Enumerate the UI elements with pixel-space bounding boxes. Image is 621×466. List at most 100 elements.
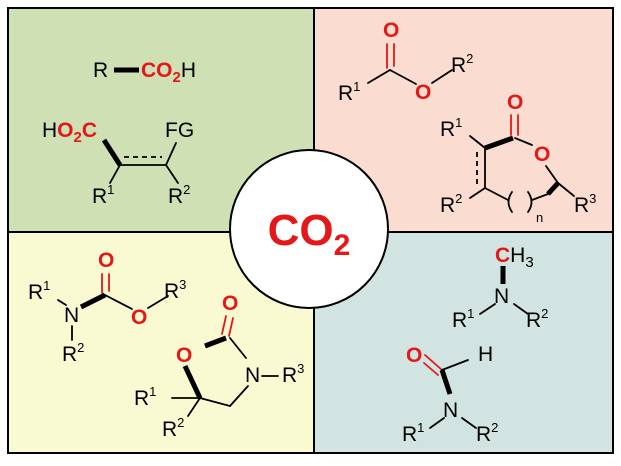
methylamine-r1-bond [479, 303, 496, 315]
methylamine-n: N [494, 285, 509, 308]
oxazolidinone-c-o-bond [182, 364, 203, 400]
carboxylic-acid: R CO2H [93, 59, 196, 86]
alkenyl-r2: R2 [168, 182, 190, 208]
center-formula: CO2 [268, 206, 351, 262]
formamide-h: H [478, 343, 493, 366]
lactone-o-ring-bond [514, 137, 533, 146]
oxazolidinone-r2-sup: 2 [177, 415, 184, 430]
lactone-r2-sup: 2 [455, 191, 462, 206]
lactone-bracket-left [507, 191, 513, 213]
ester-r1: R1 [338, 79, 360, 105]
carbamate-r3: R3 [164, 277, 186, 303]
ester-o-carbonyl: O [383, 19, 399, 42]
methylamine-h: H [510, 244, 525, 267]
carbamate-r1-sup: 1 [43, 278, 50, 293]
formamide-r1-sup: 1 [417, 420, 424, 435]
acid-r: R [93, 59, 108, 82]
formamide-r2-letter: R [476, 423, 491, 446]
center-co2: CO2 [229, 149, 389, 309]
oxazolidinone: O O N R1 R2 R3 [134, 292, 304, 441]
lactone-c-bond [484, 135, 514, 151]
oxazolidinone-n: N [245, 364, 260, 387]
carbamate-r2-sup: 2 [77, 340, 84, 355]
lactone-r2: R2 [440, 191, 462, 217]
alkenyl-r1-sup: 1 [107, 182, 114, 197]
lactone-r2-bond [469, 187, 486, 199]
oxazolidinone-o-ring: O [176, 344, 192, 367]
methylamine-r1-letter: R [452, 309, 467, 332]
oxazolidinone-r1: R1 [134, 384, 156, 410]
formamide-ch-bond [441, 359, 469, 371]
methylamine-r2-letter: R [526, 309, 541, 332]
ester-r1-letter: R [338, 82, 353, 105]
formamide-cn-bond [439, 369, 453, 395]
formamide-r1: R1 [402, 420, 424, 446]
formamide-o: O [406, 344, 422, 367]
carbamate-r2: R2 [62, 340, 84, 366]
lactone-o-ring: O [534, 143, 550, 166]
oxazolidinone-r2-bond [187, 397, 201, 417]
oxazolidinone-r2: R2 [162, 415, 184, 441]
formamide-co-double-2 [423, 362, 439, 376]
lactone-o-carbonyl: O [507, 91, 523, 114]
acid-h: H [181, 59, 196, 82]
methylamine-r2: R2 [526, 306, 548, 332]
acid-co2h: CO2H [141, 59, 196, 86]
oxazolidinone-co-double-1 [221, 315, 227, 335]
lactone-chain-bond-2 [531, 193, 549, 201]
formamide-co-double-1 [424, 354, 443, 371]
lactone: O O R1 R2 R3 n [440, 91, 596, 225]
ester: O O R1 R2 [338, 19, 473, 105]
lactone-r3: R3 [574, 191, 596, 217]
alkenyl-r2-sup: 2 [183, 182, 190, 197]
acid-co-red: CO [141, 59, 173, 82]
alkenyl-o: O [57, 119, 73, 142]
center-formula-main: CO [268, 206, 334, 255]
ester-o-bond [389, 69, 417, 85]
alkenyl-hooc: HO2C [42, 119, 97, 146]
oxazolidinone-r2-letter: R [162, 418, 177, 441]
formamide-r2-bond [461, 417, 477, 429]
carbamate-r1-bond [57, 299, 67, 306]
alkenyl-r2-letter: R [168, 185, 183, 208]
methylamine-r1: R1 [452, 306, 474, 332]
oxazolidinone-r1-letter: R [134, 387, 149, 410]
oxazolidinone-r3: R3 [282, 361, 304, 387]
ester-r2-sup: 2 [466, 51, 473, 66]
formamide: O H N R1 R2 [402, 343, 498, 446]
lactone-r1-sup: 1 [455, 115, 462, 130]
methylamine-r1-sup: 1 [467, 306, 474, 321]
methylamine-sub-3: 3 [525, 254, 533, 271]
alkenyl-fg-bond [165, 142, 177, 166]
carbamate-o-ether: O [131, 306, 147, 329]
lactone-bracket-right [527, 191, 533, 213]
lactone-r1-bond [469, 135, 486, 149]
oxazolidinone-n-ch2-bond [229, 385, 249, 407]
alkenyl-r1-bond [109, 164, 121, 184]
alkenyl-r2-bond [165, 164, 179, 184]
lactone-r1-letter: R [440, 118, 455, 141]
oxazolidinone-c-bond [204, 335, 227, 349]
center-circle [229, 149, 389, 309]
lactone-o-ch-bond [545, 165, 559, 184]
methylamine-r2-bond [513, 303, 529, 315]
ester-r2-bond [431, 69, 453, 84]
carbamate-n-bond [79, 292, 107, 310]
methylamine-c: C [495, 244, 510, 267]
carbamate-r3-letter: R [164, 280, 179, 303]
ester-r1-sup: 1 [353, 79, 360, 94]
oxazolidinone-co-n-bond [229, 337, 247, 359]
center-formula-sub: 2 [334, 229, 351, 262]
ester-r2-letter: R [451, 54, 466, 77]
outer-border [7, 7, 614, 454]
oxazolidinone-r3-letter: R [282, 364, 297, 387]
formamide-r1-letter: R [402, 423, 417, 446]
carbamate-o-bond [104, 294, 133, 310]
ester-r1-bond [367, 69, 391, 84]
lactone-r3-bond [557, 182, 575, 197]
oxazolidinone-r3-sup: 3 [297, 361, 304, 376]
carbamate-r1-letter: R [28, 281, 43, 304]
alkenyl-r1: R1 [92, 182, 114, 208]
